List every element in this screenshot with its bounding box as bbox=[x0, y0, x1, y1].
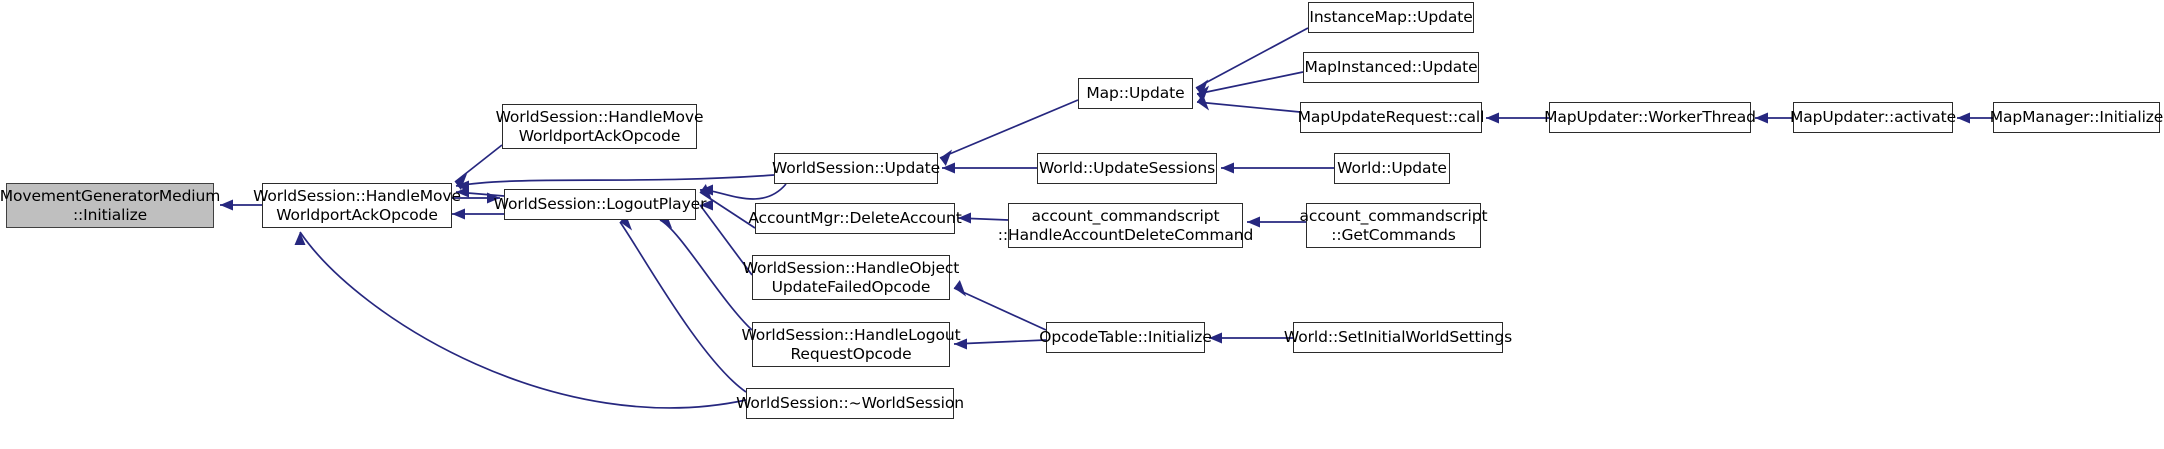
graph-node[interactable]: MapManager::Initialize bbox=[1990, 102, 2163, 133]
graph-node-label: WorldSession::HandleObject UpdateFailedO… bbox=[742, 259, 960, 296]
graph-node-label: MapUpdater::activate bbox=[1789, 108, 1957, 127]
graph-node[interactable]: account_commandscript ::HandleAccountDel… bbox=[998, 203, 1253, 248]
graph-edge bbox=[1195, 27, 1309, 96]
graph-node[interactable]: WorldSession::~WorldSession bbox=[736, 388, 964, 419]
graph-edge bbox=[619, 214, 747, 393]
graph-node-label: Map::Update bbox=[1086, 84, 1185, 103]
graph-node-label: OpcodeTable::Initialize bbox=[1039, 328, 1212, 347]
graph-edge bbox=[1196, 94, 1301, 113]
graph-node[interactable]: World::Update bbox=[1334, 153, 1450, 184]
graph-edge bbox=[699, 183, 787, 200]
graph-node-label: World::SetInitialWorldSettings bbox=[1283, 328, 1513, 347]
graph-edge-arrowhead bbox=[1221, 162, 1234, 174]
graph-node[interactable]: WorldSession::HandleObject UpdateFailedO… bbox=[743, 255, 959, 300]
graph-node-label: World::Update bbox=[1337, 159, 1447, 178]
graph-edge bbox=[1221, 162, 1334, 174]
graph-node[interactable]: MovementGeneratorMedium ::Initialize bbox=[0, 183, 220, 228]
graph-node[interactable]: InstanceMap::Update bbox=[1308, 2, 1474, 33]
graph-node[interactable]: account_commandscript ::GetCommands bbox=[1300, 203, 1488, 248]
graph-node[interactable]: OpcodeTable::Initialize bbox=[1039, 322, 1212, 353]
graph-edge bbox=[953, 280, 1047, 331]
graph-node-label: MovementGeneratorMedium ::Initialize bbox=[0, 187, 221, 224]
graph-node-label: account_commandscript ::GetCommands bbox=[1299, 207, 1488, 244]
graph-edge bbox=[454, 144, 503, 190]
graph-edge-arrowhead bbox=[294, 232, 306, 245]
graph-node-label: InstanceMap::Update bbox=[1309, 8, 1473, 27]
graph-node[interactable]: MapInstanced::Update bbox=[1303, 52, 1479, 83]
graph-node-label: MapUpdateRequest::call bbox=[1297, 108, 1485, 127]
graph-node-label: WorldSession::Update bbox=[771, 159, 941, 178]
graph-node-label: MapInstanced::Update bbox=[1304, 58, 1478, 77]
graph-node[interactable]: WorldSession::HandleMove WorldportAckOpc… bbox=[253, 183, 461, 228]
graph-edge-arrowhead bbox=[1196, 79, 1209, 96]
graph-edge bbox=[1196, 71, 1304, 102]
graph-node[interactable]: Map::Update bbox=[1078, 78, 1193, 109]
graph-edge-arrowhead bbox=[700, 184, 713, 196]
graph-node-label: account_commandscript ::HandleAccountDel… bbox=[997, 207, 1254, 244]
graph-node-label: MapManager::Initialize bbox=[1989, 108, 2164, 127]
graph-node[interactable]: WorldSession::LogoutPlayer bbox=[494, 189, 706, 220]
graph-node[interactable]: World::UpdateSessions bbox=[1037, 153, 1217, 184]
graph-node-label: WorldSession::~WorldSession bbox=[736, 394, 964, 413]
graph-edge bbox=[294, 231, 747, 409]
graph-node-label: WorldSession::HandleMove WorldportAckOpc… bbox=[495, 108, 704, 145]
graph-node-label: MapUpdater::WorkerThread bbox=[1544, 108, 1756, 127]
graph-node[interactable]: MapUpdater::activate bbox=[1790, 102, 1956, 133]
graph-edge-arrowhead bbox=[1197, 85, 1210, 102]
graph-node[interactable]: WorldSession::HandleMove WorldportAckOpc… bbox=[496, 104, 704, 149]
graph-node[interactable]: WorldSession::Update bbox=[772, 153, 940, 184]
graph-edge-arrowhead bbox=[1197, 94, 1210, 111]
graph-node[interactable]: World::SetInitialWorldSettings bbox=[1284, 322, 1512, 353]
graph-node-label: AccountMgr::DeleteAccount bbox=[748, 209, 962, 228]
graph-edge bbox=[953, 338, 1047, 350]
graph-node[interactable]: MapUpdater::WorkerThread bbox=[1544, 102, 1756, 133]
graph-node-label: World::UpdateSessions bbox=[1038, 159, 1216, 178]
graph-node[interactable]: MapUpdateRequest::call bbox=[1298, 102, 1484, 133]
graph-node[interactable]: AccountMgr::DeleteAccount bbox=[748, 203, 962, 234]
graph-node[interactable]: WorldSession::HandleLogout RequestOpcode bbox=[741, 322, 961, 367]
graph-node-label: WorldSession::HandleLogout RequestOpcode bbox=[741, 326, 961, 363]
graph-node-label: WorldSession::HandleMove WorldportAckOpc… bbox=[253, 187, 461, 224]
graph-edge bbox=[942, 162, 1037, 174]
graph-node-label: WorldSession::LogoutPlayer bbox=[493, 195, 707, 214]
